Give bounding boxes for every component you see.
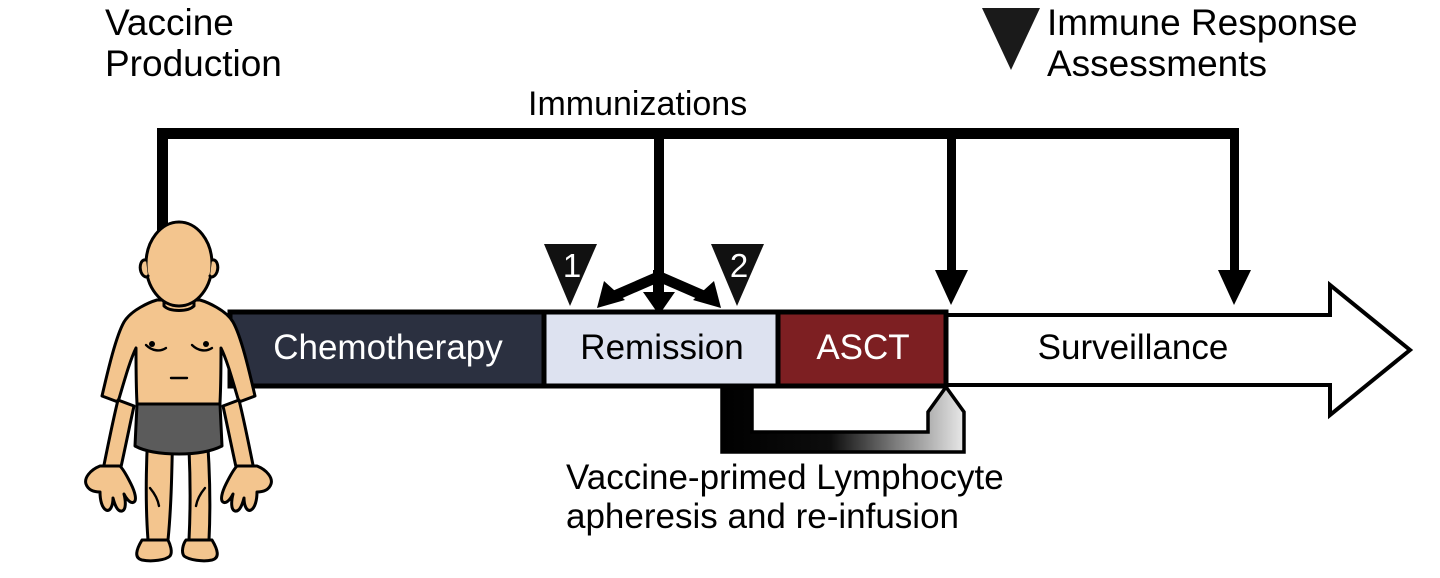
chemotherapy-phase-label: Chemotherapy [273,328,503,367]
vaccine-production-label: Vaccine Production [105,2,282,85]
apheresis-caption-label: Vaccine-primed Lymphocyte apheresis and … [566,458,1004,537]
assessment-triangle-2-number: 2 [729,247,749,284]
apheresis-reinfusion-arrow [720,384,966,454]
surveillance-phase-block [933,280,1414,420]
assessment-arrow-4 [1218,270,1251,305]
immunization-bracket [157,128,1239,280]
legend-triangle-icon [982,8,1040,70]
assessment-triangle-1-number: 1 [562,247,582,284]
assessment-arrow-3 [935,270,968,305]
asct-phase-block [775,309,949,389]
surveillance-phase-label: Surveillance [1037,328,1229,367]
remission-phase-block [541,309,781,389]
immunization-split-arrow [597,270,721,315]
treatment-timeline-bar [227,280,1414,420]
asct-phase-label: ASCT [816,328,910,367]
assessment-triangle-1 [544,244,597,306]
assessment-triangle-2 [711,244,764,306]
patient-figure [84,220,273,563]
immune-response-assessments-legend-label: Immune Response Assessments [1047,2,1358,85]
immunizations-label: Immunizations [528,85,748,123]
remission-phase-label: Remission [580,328,744,367]
